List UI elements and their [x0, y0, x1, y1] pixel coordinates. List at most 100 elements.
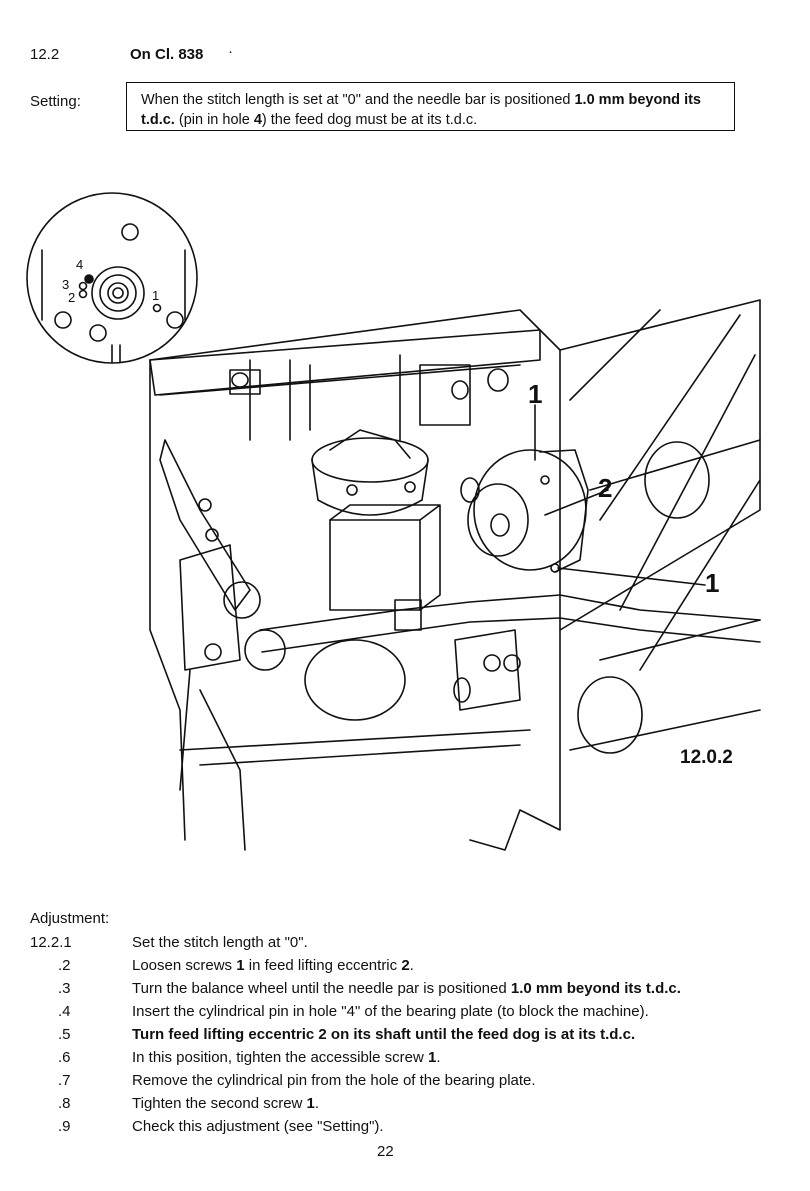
- hook-body: [311, 459, 429, 516]
- housing-bars: [569, 439, 761, 751]
- step-text: Set the stitch length at "0".: [132, 934, 308, 951]
- block-a: [229, 369, 261, 395]
- block-b: [419, 364, 471, 426]
- bracket-screw-3: [453, 677, 471, 703]
- bearing-plate-outer: [91, 266, 145, 320]
- bracket-screw: [204, 643, 222, 661]
- top-rail: [149, 329, 541, 396]
- step-text-part: .: [409, 957, 414, 974]
- eccentric-face: [467, 483, 529, 557]
- hook-screw-1: [346, 484, 358, 496]
- bearing-plate-center: [112, 287, 124, 299]
- carrier-front: [329, 519, 421, 611]
- inset-screw-bottom: [89, 324, 107, 342]
- carrier-side: [329, 504, 441, 611]
- base-plate-edge: [149, 309, 561, 851]
- step-text-part: Tighten the second screw: [132, 1095, 307, 1112]
- bearing-plate-inner: [107, 282, 129, 304]
- callout-1-lower: 1: [705, 568, 719, 598]
- step-text: Tighten the second screw 1.: [132, 1095, 319, 1112]
- hook-screw-2: [404, 481, 416, 493]
- screw-c: [487, 368, 509, 392]
- inset-label-4: 4: [76, 257, 83, 272]
- step-text-part: .: [436, 1049, 441, 1066]
- bracket-screw-2: [503, 654, 521, 672]
- step-text-part: .: [314, 1095, 320, 1112]
- bracket-screw-1: [483, 654, 501, 672]
- rod-bracket: [454, 629, 521, 711]
- eccentric-screw-1: [540, 475, 550, 485]
- screw-b: [451, 380, 469, 400]
- rod-ball: [244, 629, 286, 671]
- figure-id: 12.0.2: [680, 747, 733, 768]
- inset-frame-lines: [41, 249, 186, 363]
- step-number: .4: [58, 1003, 71, 1020]
- header-mark: ·: [228, 43, 233, 60]
- inset-screw-right: [166, 311, 184, 329]
- hole-1: [152, 303, 162, 313]
- callout-1-upper: 1: [528, 379, 542, 409]
- step-text: Insert the cylindrical pin in hole "4" o…: [132, 1003, 649, 1020]
- step-text-part: In this position, tighten the accessible…: [132, 1049, 428, 1066]
- step-number: .7: [58, 1072, 71, 1089]
- step-text: Turn feed lifting eccentric 2 on its sha…: [132, 1026, 636, 1043]
- setting-text-3: ) the feed dog must be at its t.d.c.: [261, 112, 478, 128]
- top-rail-lower: [159, 364, 521, 396]
- inset-circle: [26, 192, 198, 364]
- step-text: Remove the cylindrical pin from the hole…: [132, 1072, 536, 1089]
- setting-box: When the stitch length is set at "0" and…: [126, 82, 735, 131]
- lower-knob: [577, 676, 643, 754]
- lever-pivot: [198, 498, 212, 512]
- inset-label-3: 3: [62, 277, 69, 292]
- base-left-edge: [149, 359, 186, 841]
- hook-detail: [329, 429, 411, 459]
- bearing-plate-mid: [99, 274, 137, 312]
- rod-nut: [394, 599, 422, 631]
- callout-2: 2: [598, 473, 612, 503]
- inset-label-1: 1: [152, 288, 159, 303]
- step-bold-part: 2: [401, 957, 410, 974]
- step-text-part: in feed lifting eccentric: [244, 957, 402, 974]
- lever-arm: [159, 439, 251, 611]
- step-number: .2: [58, 957, 71, 974]
- screw-a: [231, 372, 249, 388]
- shaft-end: [460, 477, 480, 503]
- section-number: 12.2: [30, 46, 60, 63]
- hinge-lines: [179, 669, 531, 791]
- inset-label-2: 2: [68, 290, 75, 305]
- hook-top: [311, 437, 429, 483]
- hole-2: [78, 289, 88, 299]
- setting-bold-2: 4: [253, 112, 262, 128]
- step-text: Loosen screws 1 in feed lifting eccentri…: [132, 957, 414, 974]
- eccentric-rim: [539, 449, 589, 573]
- tie-rod-lower: [261, 617, 761, 653]
- tie-rod-upper: [259, 594, 761, 631]
- setting-label: Setting:: [30, 93, 81, 110]
- step-text-part: Loosen screws: [132, 957, 237, 974]
- step-bold-part: 1: [428, 1049, 437, 1066]
- section-title: On Cl. 838: [130, 46, 204, 63]
- inset-screw-top: [121, 223, 139, 241]
- left-bracket: [179, 544, 241, 671]
- step-number: .3: [58, 980, 71, 997]
- step-number: .5: [58, 1026, 71, 1043]
- eccentric-hub: [490, 513, 510, 537]
- hole-3: [78, 281, 88, 291]
- page-number: 22: [377, 1143, 394, 1160]
- machine-illustration: 4 3 2 1 1 2 1 12.0.2: [26, 192, 761, 851]
- step-bold-part: 1: [306, 1095, 315, 1112]
- adjustment-label: Adjustment:: [30, 910, 110, 927]
- step-number: .9: [58, 1118, 71, 1135]
- step-text: In this position, tighten the accessible…: [132, 1049, 441, 1066]
- right-housing: [559, 299, 761, 631]
- step-text: Check this adjustment (see "Setting").: [132, 1118, 384, 1135]
- lever-hole: [205, 528, 219, 542]
- upper-knob: [644, 441, 710, 519]
- hole-4-pin: [84, 274, 94, 284]
- setting-text-2: (pin in hole: [174, 112, 254, 128]
- inset-screw-left: [54, 311, 72, 329]
- housing-lines: [569, 309, 761, 671]
- step-text-part: Turn the balance wheel until the needle …: [132, 980, 511, 997]
- step-number: .8: [58, 1095, 71, 1112]
- step-bold-part: 1.0 mm beyond its t.d.c.: [510, 980, 681, 997]
